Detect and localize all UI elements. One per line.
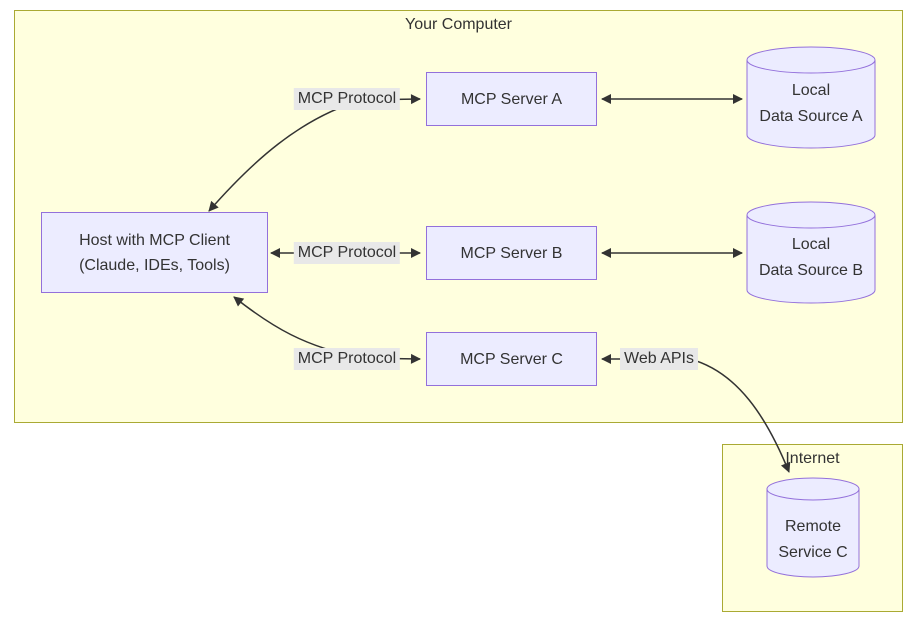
- server-c-label: MCP Server C: [460, 350, 563, 368]
- server-b-label: MCP Server B: [460, 244, 563, 262]
- host-label-line1: Host with MCP Client: [79, 231, 230, 249]
- server-b-node: MCP Server B: [426, 226, 597, 280]
- edge-host-server-a: [208, 94, 421, 212]
- your-computer-title: Your Computer: [404, 16, 513, 33]
- server-a-label: MCP Server A: [460, 90, 563, 108]
- data-source-b-cylinder: [746, 201, 876, 304]
- data-source-a-line2: Data Source A: [759, 108, 863, 125]
- data-source-a-label: Local Data Source A: [747, 73, 875, 135]
- remote-service-c-label: Remote Service C: [758, 510, 868, 570]
- edge-server-c-remote-c: [601, 354, 791, 473]
- server-a-node: MCP Server A: [426, 72, 597, 126]
- internet-title: Internet: [785, 450, 840, 467]
- host-node: Host with MCP Client (Claude, IDEs, Tool…: [41, 212, 268, 293]
- remote-service-c-cylinder: [766, 477, 860, 578]
- mcp-protocol-label-b: MCP Protocol: [293, 242, 401, 264]
- data-source-b-line2: Data Source B: [758, 262, 864, 279]
- web-apis-label: Web APIs: [620, 348, 698, 370]
- mcp-protocol-label-a: MCP Protocol: [293, 88, 401, 110]
- data-source-a-cylinder: [746, 46, 876, 149]
- remote-service-c-line2: Service C: [778, 544, 848, 561]
- mcp-protocol-label-c: MCP Protocol: [293, 348, 401, 370]
- server-c-node: MCP Server C: [426, 332, 597, 386]
- remote-service-c-line1: Remote: [784, 518, 842, 535]
- host-label-line2: (Claude, IDEs, Tools): [79, 256, 230, 274]
- data-source-b-label: Local Data Source B: [747, 227, 875, 289]
- data-source-a-line1: Local: [791, 82, 831, 99]
- data-source-b-line1: Local: [791, 236, 831, 253]
